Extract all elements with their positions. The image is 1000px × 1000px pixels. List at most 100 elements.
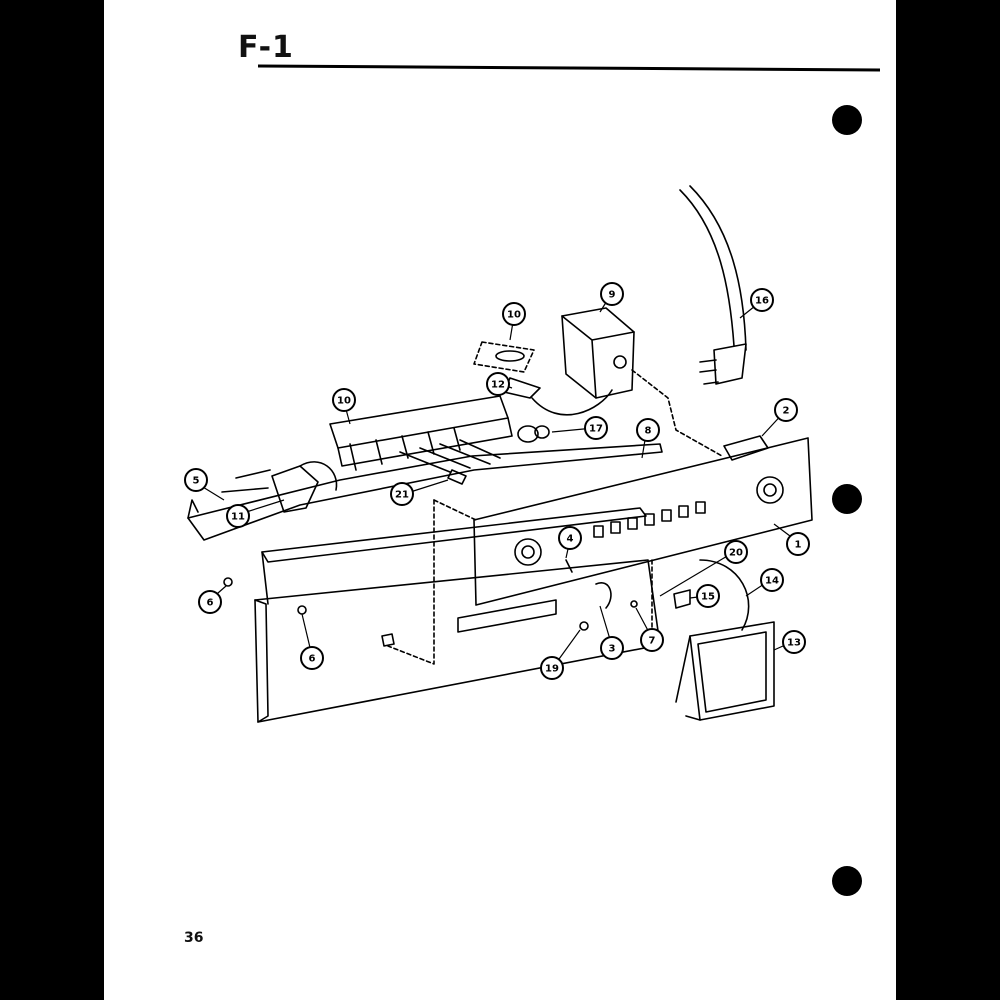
power-plug (713, 343, 747, 385)
callout-label: 10 (337, 396, 351, 407)
callout-circle (760, 568, 784, 592)
callout-c7: 7 (640, 628, 664, 652)
panel-knob-right-center (763, 483, 777, 497)
power-cord (679, 189, 735, 347)
callout-c9: 9 (600, 282, 624, 306)
callout-label: 12 (491, 380, 505, 391)
callout-c15: 15 (696, 584, 720, 608)
callout-circle (696, 584, 720, 608)
header-rule (257, 64, 881, 72)
callout-c4: 4 (558, 526, 582, 550)
assembly-line-left (387, 499, 435, 665)
back-panel (254, 559, 661, 723)
callout-circle (640, 628, 664, 652)
panel-knob-left-center (521, 545, 535, 559)
callout-label: 5 (193, 476, 200, 487)
callout-circle (558, 526, 582, 550)
callout-circle (724, 540, 748, 564)
panel-knob-right (756, 476, 784, 504)
callout-circle (502, 302, 526, 326)
callout-circle (300, 646, 324, 670)
callout-c2: 2 (774, 398, 798, 422)
callout-label: 7 (649, 636, 656, 647)
callout-label: 8 (645, 426, 652, 437)
assembly-line-top (433, 499, 477, 521)
binder-hole-bottom (832, 866, 862, 896)
callout-circle (540, 656, 564, 680)
callout-label: 6 (207, 598, 214, 609)
callout-c19: 19 (540, 656, 564, 680)
callout-circle (584, 416, 608, 440)
callout-c17: 17 (584, 416, 608, 440)
back-panel-clip (381, 633, 395, 647)
bracket-tab (187, 499, 199, 519)
binder-hole-middle (832, 484, 862, 514)
callout-label: 19 (545, 664, 559, 675)
callout-circle (786, 532, 810, 556)
callout-circle (782, 630, 806, 654)
back-panel-side (261, 551, 269, 605)
bulb-outline (473, 341, 535, 373)
callout-label: 20 (729, 548, 743, 559)
callout-circle (390, 482, 414, 506)
callout-label: 11 (231, 512, 245, 523)
bulb-socket-wire (531, 389, 613, 416)
door-frame-hinge (675, 635, 701, 721)
switch-buttons (349, 427, 461, 471)
callout-circle (486, 372, 510, 396)
callout-label: 13 (787, 638, 801, 649)
callout-label: 14 (765, 576, 779, 587)
switch-tab (447, 469, 467, 485)
back-panel-slot (457, 599, 557, 633)
callout-label: 3 (609, 644, 616, 655)
screw-7 (630, 600, 638, 608)
callout-c20: 20 (724, 540, 748, 564)
callout-c6a: 6 (198, 590, 222, 614)
callout-circle (184, 468, 208, 492)
door-frame-inner (697, 631, 767, 713)
callout-c13: 13 (782, 630, 806, 654)
callout-circle (332, 388, 356, 412)
callout-label: 17 (589, 424, 603, 435)
callout-c8: 8 (636, 418, 660, 442)
manual-page (104, 0, 896, 1000)
callout-label: 15 (701, 592, 715, 603)
callout-label: 6 (309, 654, 316, 665)
knob-17 (517, 425, 539, 443)
switch-assembly-top (329, 395, 509, 449)
callout-c3: 3 (600, 636, 624, 660)
power-cord-outer (689, 185, 747, 351)
knob-17-cap (534, 425, 550, 439)
callout-circle (226, 504, 250, 528)
screw-19 (579, 621, 589, 631)
callout-c1: 1 (786, 532, 810, 556)
front-control-panel (473, 437, 813, 606)
callout-label: 1 (795, 540, 802, 551)
callout-circle (750, 288, 774, 312)
callout-label: 16 (755, 296, 769, 307)
callout-label: 2 (783, 406, 790, 417)
bulb (495, 350, 525, 362)
page-title: F-1 (238, 30, 294, 65)
spring-3 (595, 582, 612, 609)
left-switch (271, 465, 319, 513)
callout-c6b: 6 (300, 646, 324, 670)
left-switch-wire (299, 461, 338, 491)
lamp-15 (673, 589, 691, 609)
timer-leader (631, 369, 723, 457)
timer-module-edges (561, 315, 635, 399)
screw-left (223, 577, 233, 587)
callout-c12: 12 (486, 372, 510, 396)
rear-connector-box (723, 435, 769, 461)
screw-back (297, 605, 307, 615)
callout-c14: 14 (760, 568, 784, 592)
page-number: 36 (184, 930, 204, 946)
callout-c16: 16 (750, 288, 774, 312)
left-wire-lead (221, 469, 271, 493)
back-panel-edge (254, 599, 269, 723)
door-cover-arc (699, 559, 750, 631)
callout-circle (198, 590, 222, 614)
callout-label: 4 (567, 534, 574, 545)
